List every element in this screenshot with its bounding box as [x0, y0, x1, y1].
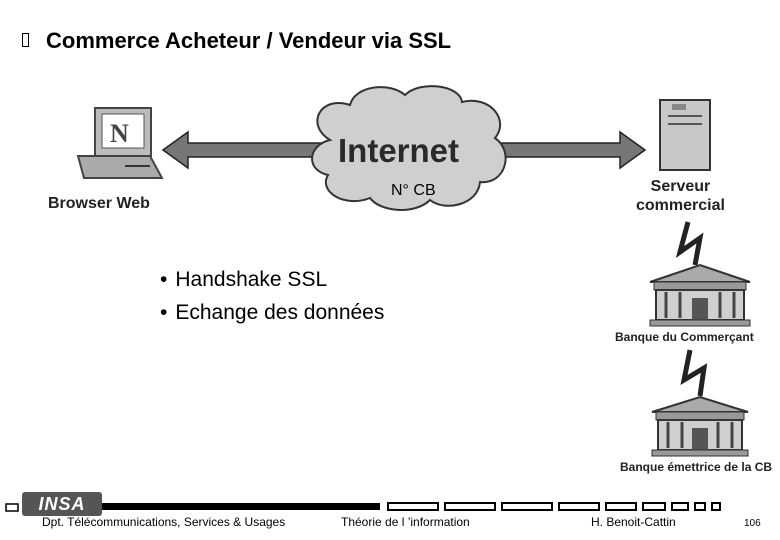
card-number-label: N° CB — [391, 182, 436, 199]
server-icon — [659, 99, 711, 171]
lightning-link-icon — [680, 349, 708, 397]
list-item: Echange des données — [160, 296, 384, 329]
bank-building-icon — [651, 395, 749, 457]
computer-icon — [76, 107, 164, 179]
browser-logo-letter: N — [110, 119, 129, 148]
internet-cloud-icon — [311, 85, 507, 211]
lightning-link-icon — [675, 221, 704, 266]
page-number: 106 — [744, 518, 761, 529]
issuing-bank-label: Banque émettrice de la CB — [620, 460, 773, 474]
server-label: Serveur commercial — [636, 177, 725, 215]
list-item: Handshake SSL — [160, 263, 384, 296]
server-label-line1: Serveur — [650, 178, 711, 195]
slide-title: Commerce Acheteur / Vendeur via SSL — [46, 28, 452, 53]
server-label-line2: commercial — [636, 197, 725, 214]
title-bullet-icon — [22, 33, 29, 47]
bullet-list: Handshake SSL Echange des données — [160, 263, 384, 329]
footer-rule — [5, 502, 721, 512]
insa-logo: INSA — [22, 492, 102, 516]
bank-building-icon — [649, 263, 751, 327]
footer-course: Théorie de l ’information — [341, 515, 470, 529]
merchant-bank-label: Banque du Commerçant — [615, 330, 754, 344]
footer-department: Dpt. Télécommunications, Services & Usag… — [42, 515, 286, 529]
internet-label: Internet — [338, 132, 460, 169]
browser-web-label: Browser Web — [48, 195, 150, 212]
footer-author: H. Benoit-Cattin — [591, 515, 676, 529]
